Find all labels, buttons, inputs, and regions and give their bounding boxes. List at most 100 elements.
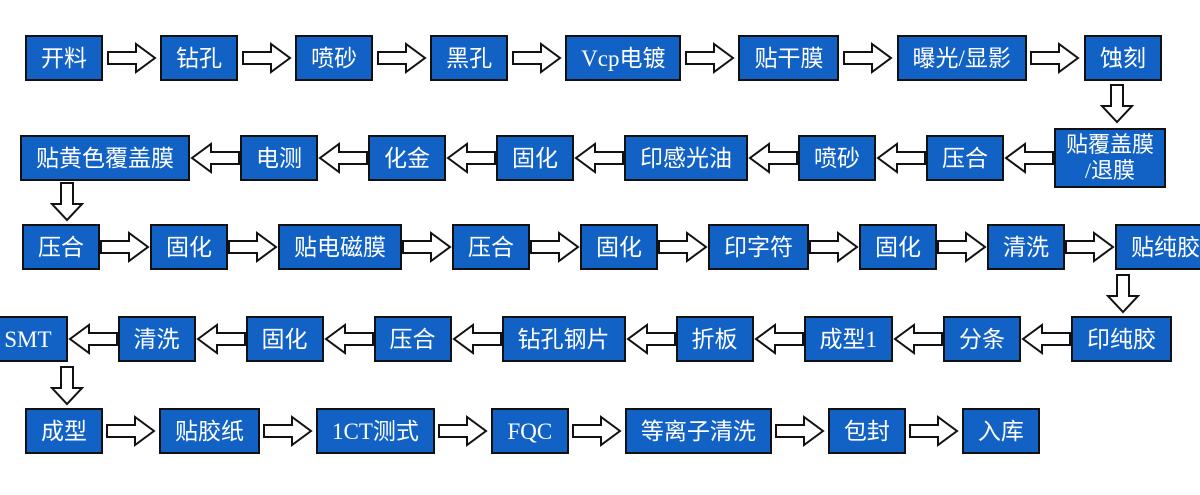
process-step-box: 等离子清洗 <box>624 408 772 454</box>
flow-arrow-right-icon <box>1030 42 1081 74</box>
flow-arrow-right-icon <box>658 231 708 263</box>
step-label: 贴胶纸 <box>175 418 244 444</box>
process-step-box: 曝光/显影 <box>896 35 1027 81</box>
flow-arrow-right-icon <box>402 231 452 263</box>
flow-arrow-left-icon <box>318 142 368 174</box>
process-step-box: 贴干膜 <box>738 35 840 81</box>
flow-down-arrow-icon <box>1106 274 1140 314</box>
flow-row-3: 压合 固化 贴电磁膜 压合 固化 印字符 固化 清洗 贴纯胶 <box>22 224 1200 270</box>
flow-row-4: 印纯胶 分条 成型1 折板 钻孔钢片 压合 固化 清洗 SMT <box>0 316 1172 362</box>
process-step-box: 固化 <box>580 224 658 270</box>
step-label: 固化 <box>875 234 921 260</box>
step-label: 固化 <box>596 234 642 260</box>
process-step-box: Vcp电镀 <box>565 35 682 81</box>
step-label: 清洗 <box>1003 234 1049 260</box>
process-step-box: 印纯胶 <box>1071 316 1172 362</box>
step-label: 清洗 <box>133 326 180 352</box>
step-label: Vcp电镀 <box>581 45 666 71</box>
step-label: SMT <box>4 326 52 352</box>
process-step-box: 贴纯胶 <box>1115 224 1200 270</box>
process-step-box: 成型1 <box>803 316 893 362</box>
flow-arrow-left-icon <box>893 323 943 355</box>
flow-arrow-left-icon <box>625 323 676 355</box>
process-step-box: 压合 <box>925 135 1004 181</box>
process-step-box: 电测 <box>239 135 318 181</box>
step-label: 包封 <box>843 418 890 444</box>
flow-arrow-left-icon <box>876 142 926 174</box>
step-label: 压合 <box>468 234 514 260</box>
process-step-box: SMT <box>0 316 68 362</box>
flow-arrow-right-icon <box>774 415 825 447</box>
process-step-box: 包封 <box>827 408 906 454</box>
process-step-box: 固化 <box>495 135 574 181</box>
step-label: 入库 <box>977 418 1024 444</box>
flow-arrow-right-icon <box>228 231 278 263</box>
step-label: 分条 <box>959 326 1005 352</box>
flow-arrow-left-icon <box>446 142 496 174</box>
step-label: 印感光油 <box>639 145 732 171</box>
step-label: 印纯胶 <box>1087 326 1156 352</box>
flow-arrow-left-icon <box>67 323 118 355</box>
step-label: 黑孔 <box>446 45 493 71</box>
flow-arrow-right-icon <box>908 415 959 447</box>
step-label: 贴电磁膜 <box>294 234 386 260</box>
process-step-box: 印字符 <box>708 224 809 270</box>
flow-arrow-right-icon <box>530 231 580 263</box>
step-label: /退膜 <box>1084 158 1136 183</box>
step-label: 印字符 <box>724 234 793 260</box>
process-step-box: 清洗 <box>987 224 1065 270</box>
process-step-box: 喷砂 <box>295 35 374 81</box>
step-label: 喷砂 <box>813 145 860 171</box>
process-step-box: 开料 <box>25 35 103 81</box>
step-label: 1CT测式 <box>332 418 419 444</box>
step-label: 固化 <box>511 145 558 171</box>
step-label: 贴覆盖膜 <box>1065 132 1154 157</box>
step-label: 贴纯胶 <box>1131 234 1200 260</box>
process-step-box: 固化 <box>150 224 228 270</box>
process-step-box: 贴电磁膜 <box>278 224 402 270</box>
flow-down-arrow-icon <box>1100 84 1134 124</box>
flow-arrow-left-icon <box>748 142 798 174</box>
process-step-box: 喷砂 <box>797 135 876 181</box>
process-step-box: 钻孔 <box>160 35 239 81</box>
process-step-box: 压合 <box>22 224 100 270</box>
flow-arrow-right-icon <box>809 231 859 263</box>
process-step-box: 贴覆盖膜/退膜 <box>1053 128 1166 188</box>
step-label: 化金 <box>383 145 430 171</box>
process-step-box: 压合 <box>452 224 530 270</box>
flow-arrow-right-icon <box>511 42 562 74</box>
process-step-box: 清洗 <box>117 316 196 362</box>
flow-arrow-right-icon <box>437 415 488 447</box>
step-label: 电测 <box>255 145 302 171</box>
step-label: 压合 <box>38 234 84 260</box>
flow-arrow-left-icon <box>451 323 502 355</box>
process-step-box: 化金 <box>367 135 446 181</box>
step-label: 曝光/显影 <box>912 45 1011 71</box>
process-step-box: 贴黄色覆盖膜 <box>19 135 190 181</box>
step-label: 折板 <box>691 326 738 352</box>
flow-row-5: 成型 贴胶纸 1CT测式 FQC 等离子清洗 包封 入库 <box>25 408 1040 454</box>
process-step-box: 钻孔钢片 <box>501 316 626 362</box>
process-step-box: 分条 <box>943 316 1021 362</box>
process-step-box: 压合 <box>373 316 452 362</box>
flow-arrow-left-icon <box>190 142 240 174</box>
step-label: 成型 <box>41 418 87 444</box>
step-label: 压合 <box>941 145 988 171</box>
flow-arrow-left-icon <box>195 323 246 355</box>
process-step-box: FQC <box>490 408 569 454</box>
flow-arrow-left-icon <box>574 142 624 174</box>
flow-arrow-right-icon <box>1065 231 1115 263</box>
flow-arrow-right-icon <box>106 42 157 74</box>
process-step-box: 固化 <box>859 224 937 270</box>
flow-arrow-right-icon <box>843 42 893 74</box>
flow-arrow-right-icon <box>100 231 150 263</box>
flow-arrow-right-icon <box>684 42 735 74</box>
process-step-box: 贴胶纸 <box>159 408 260 454</box>
process-step-box: 入库 <box>961 408 1040 454</box>
step-label: 成型1 <box>819 326 878 352</box>
step-label: 固化 <box>261 326 308 352</box>
step-label: 钻孔 <box>176 45 223 71</box>
step-label: 压合 <box>389 326 436 352</box>
